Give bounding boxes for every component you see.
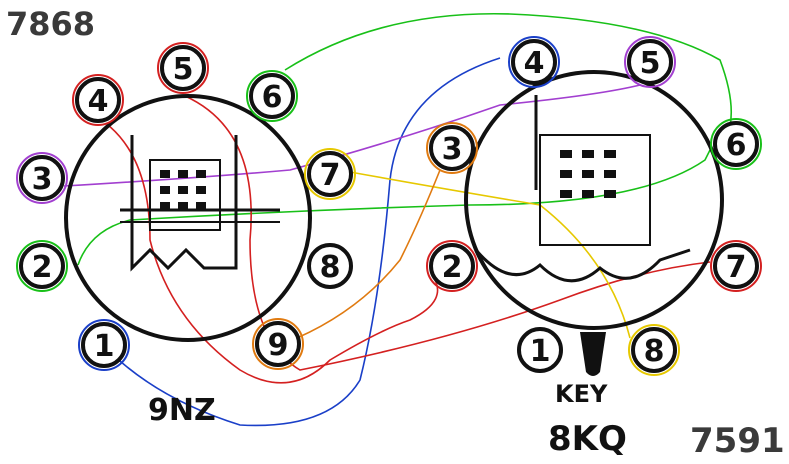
pin-r-8: 8 [628,324,680,376]
right-tube-type-label: 7591 [690,421,785,461]
key-notch-icon [580,332,606,376]
wire-2 [77,149,711,266]
pin-r-2-label: 2 [442,250,463,285]
wire-8 [296,169,441,339]
pin-l-9-circle [255,321,301,367]
pin-r-8-circle [631,327,677,373]
pin-r-3: 3 [426,122,478,174]
pin-r-3-circle [429,125,475,171]
pin-l-8-circle [307,243,353,289]
wire-3 [63,84,641,187]
pin-r-2: 2 [426,240,478,292]
pin-r-6-circle [713,121,759,167]
pin-l-4-label: 4 [88,84,109,119]
pin-r-3-ring [426,122,478,174]
pin-l-7-ring [304,148,356,200]
pin-r-1-circle [517,327,563,373]
key-label: KEY [555,380,608,408]
wire-4 [107,124,439,384]
pin-r-7-label: 7 [726,250,747,285]
pin-l-5: 5 [157,42,209,94]
pin-l-5-circle [160,45,206,91]
socket-8kq: KEY 8KQ 1 2 3 4 5 6 7 8 [426,36,762,459]
pin-l-6-label: 6 [262,80,283,115]
pin-r-4-label: 4 [524,46,545,81]
pin-r-3-label: 3 [442,132,463,167]
pin-r-5: 5 [624,36,676,88]
pin-r-2-ring [426,240,478,292]
wire-6 [284,12,733,127]
socket-9nz: 1 2 3 4 5 6 7 8 9 9NZ [16,42,356,428]
pin-r-5-ring [624,36,676,88]
pin-l-3: 3 [16,152,68,204]
pin-l-4: 4 [72,74,124,126]
pin-r-2-circle [429,243,475,289]
pin-r-1: 1 [517,327,563,373]
socket-8kq-electrodes [474,95,691,283]
pin-l-3-circle [19,155,65,201]
socket-9nz-base-label: 9NZ [148,393,216,428]
pin-r-4-circle [511,39,557,85]
socket-8kq-grid-dots [560,150,616,198]
wire-1 [109,57,501,427]
pin-l-1-circle [81,322,127,368]
socket-9nz-electrodes [120,135,280,272]
pin-l-4-circle [75,77,121,123]
pin-l-6-circle [249,73,295,119]
pin-r-8-ring [628,324,680,376]
pin-l-9-ring [252,318,304,370]
socket-8kq-outline [464,70,724,330]
socket-9nz-grid-dots [160,170,206,210]
socket-9nz-outline [64,94,312,342]
pin-l-8-label: 8 [320,250,341,285]
pin-l-2: 2 [16,240,68,292]
pin-l-5-label: 5 [173,52,194,87]
pin-l-9: 9 [252,318,304,370]
pin-r-6: 6 [710,118,762,170]
pin-r-7: 7 [710,240,762,292]
pin-r-5-label: 5 [640,46,661,81]
pin-l-4-ring [72,74,124,126]
pin-l-1-ring [78,319,130,371]
pin-l-6: 6 [246,70,298,122]
pin-l-1-label: 1 [94,329,115,364]
pin-r-7-ring [710,240,762,292]
wire-5 [184,95,711,371]
pin-l-5-ring [157,42,209,94]
pin-r-4: 4 [508,36,560,88]
pin-l-2-ring [16,240,68,292]
pin-l-9-label: 9 [268,328,289,363]
pin-l-1: 1 [78,319,130,371]
pin-r-8-label: 8 [644,334,665,369]
pin-r-1-label: 1 [530,334,551,369]
pin-l-8: 8 [307,243,353,289]
pin-l-6-ring [246,70,298,122]
pin-l-3-label: 3 [32,162,53,197]
pin-r-4-ring [508,36,560,88]
pin-r-7-circle [713,243,759,289]
pin-l-7-label: 7 [320,158,341,193]
pin-l-7-circle [307,151,353,197]
pin-l-2-label: 2 [32,250,53,285]
pin-r-5-circle [627,39,673,85]
pin-r-6-ring [710,118,762,170]
left-tube-type-label: 7868 [6,5,96,43]
pin-l-2-circle [19,243,65,289]
pin-r-6-label: 6 [726,128,747,163]
socket-8kq-base-label: 8KQ [548,419,627,459]
pin-l-7: 7 [304,148,356,200]
pin-l-3-ring [16,152,68,204]
